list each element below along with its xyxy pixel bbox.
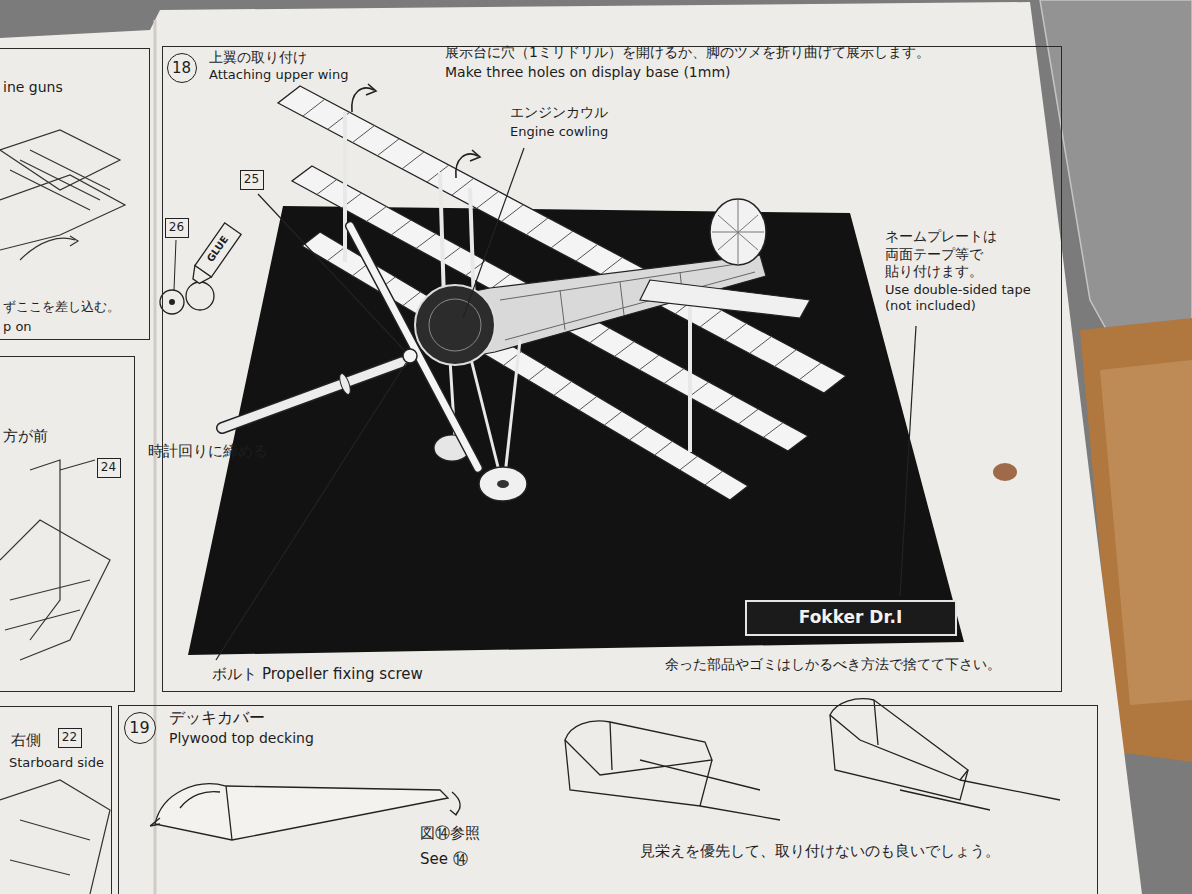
name-plate: Fokker Dr.I: [745, 600, 957, 636]
panel-heading: 方が前: [3, 427, 48, 445]
instruction-note: Use double-sided tape (not included): [885, 282, 1035, 315]
step-number-text: 19: [129, 718, 149, 737]
panel-heading: 上翼の取り付け: [209, 49, 307, 66]
instruction-note: 展示台に穴（1ミリドリル）を開けるか、脚のツメを折り曲げて展示します。: [445, 44, 930, 62]
glue-mark: GLUE: [204, 233, 233, 266]
panel-text: Attaching upper wing: [209, 67, 348, 83]
step-number: 18: [167, 53, 197, 83]
callout-number: 22: [58, 728, 82, 748]
step-panel: デッキカバー Plywood top decking 19: [118, 705, 1098, 894]
coffee-stain: [993, 463, 1017, 481]
reference-note: See ⑭: [420, 850, 468, 869]
callout-number-text: 24: [101, 460, 116, 474]
callout-number-text: 26: [169, 220, 184, 234]
panel-heading: 右側: [11, 731, 41, 749]
engine-cowling: [415, 285, 495, 365]
instruction-note: ネームプレートは 両面テープ等で 貼り付けます。: [885, 228, 1007, 281]
step-panel: 上翼の取り付けAttaching upper wing 18 25 26Fokker …: [162, 46, 1062, 692]
callout-number: 25: [240, 170, 264, 190]
callout-number: 26: [165, 218, 189, 238]
panel-text: p on: [3, 319, 32, 335]
part-name: ボルト: [212, 665, 257, 684]
part-name: エンジンカウル: [510, 104, 608, 122]
callout-number: 24: [97, 458, 121, 478]
instruction-note: Make three holes on display base (1mm): [445, 64, 730, 82]
reference-note: 図⑭参照: [420, 824, 480, 843]
disposal-note: 余った部品やゴミはしかるべき方法で捨てて下さい。: [665, 656, 1001, 674]
panel-heading: ine guns: [3, 79, 63, 96]
part-name: Engine cowling: [510, 124, 608, 140]
name-plate-text: Fokker Dr.I: [799, 607, 902, 627]
triplane-illustration: [222, 86, 846, 501]
panel-text: ずここを差し込む。: [3, 299, 120, 315]
left-partial-drawings: [0, 130, 125, 894]
decking-drawings: [150, 699, 1060, 840]
paper-sheet: [0, 2, 1142, 894]
step-panel: 右側 Starboard side 22: [0, 706, 112, 894]
bend-arrows: [352, 84, 480, 178]
panel-text: Plywood top decking: [169, 730, 314, 747]
callout-number-text: 25: [244, 172, 259, 186]
instruction-note: 見栄えを優先して、取り付けないのも良いでしょう。: [640, 842, 1000, 861]
step-number-text: 18: [172, 59, 191, 77]
leader-lines: [216, 148, 916, 660]
part-name: Propeller fixing screw: [262, 665, 423, 684]
panel-heading: デッキカバー: [169, 708, 265, 727]
instruction-note: 時計回りに締める: [148, 442, 268, 461]
callout-number-text: 22: [62, 730, 77, 744]
step-number: 19: [124, 712, 156, 744]
step-panel: 方が前 24: [0, 356, 135, 692]
display-base: [188, 206, 964, 655]
step-panel: ine guns ずここを差し込む。 p on: [0, 48, 150, 340]
panel-text: Starboard side: [9, 755, 104, 771]
